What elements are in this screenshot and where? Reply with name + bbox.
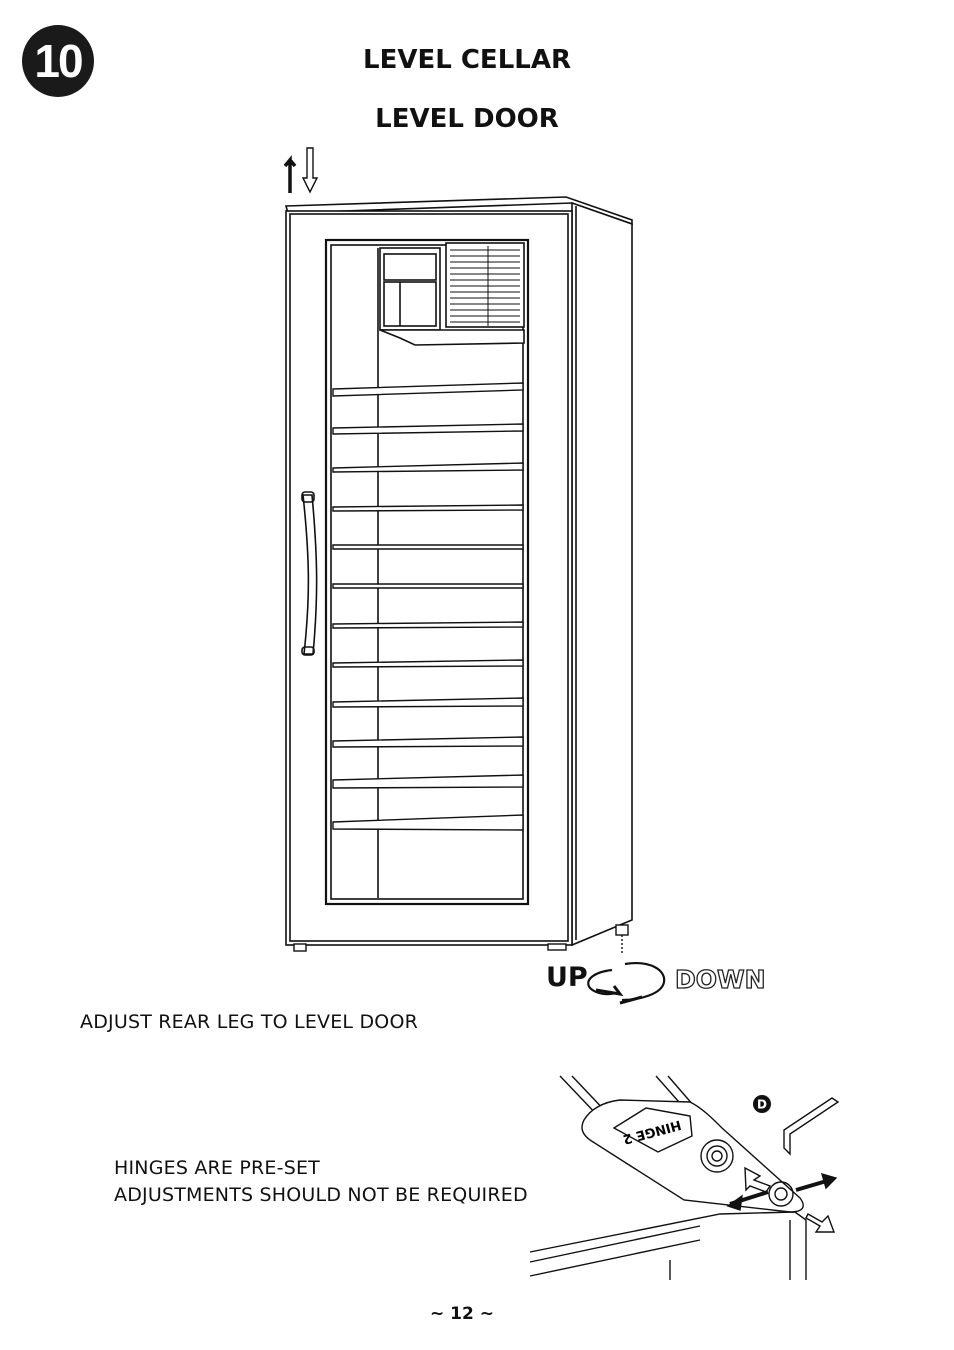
cabinet-body	[284, 196, 633, 947]
fan-grille	[450, 246, 520, 326]
tool-marker-letter: D	[757, 1098, 767, 1112]
step-number-badge: 10	[22, 25, 94, 97]
page-title: LEVEL CELLAR	[363, 45, 571, 75]
leg-down-label: DOWN	[674, 964, 766, 994]
cabinet-feet	[293, 924, 629, 955]
page-subtitle: LEVEL DOOR	[375, 104, 559, 134]
leg-rotation-arrow-icon	[587, 962, 666, 1005]
rear-leg-caption: ADJUST REAR LEG TO LEVEL DOOR	[80, 1011, 419, 1033]
leg-up-label: UP	[546, 962, 588, 993]
page-number: ~ 12 ~	[430, 1304, 494, 1324]
hinge-detail-illustration	[529, 1075, 840, 1280]
step-number: 10	[34, 35, 83, 87]
tool-marker-badge	[753, 1095, 771, 1113]
hinge-caption-line1: HINGES ARE PRE-SET	[114, 1157, 320, 1179]
hinge-caption-line2: ADJUSTMENTS SHOULD NOT BE REQUIRED	[114, 1184, 528, 1206]
door-handle-icon	[301, 491, 318, 656]
wine-shelves	[332, 382, 524, 831]
up-down-arrows-icon	[283, 147, 319, 194]
